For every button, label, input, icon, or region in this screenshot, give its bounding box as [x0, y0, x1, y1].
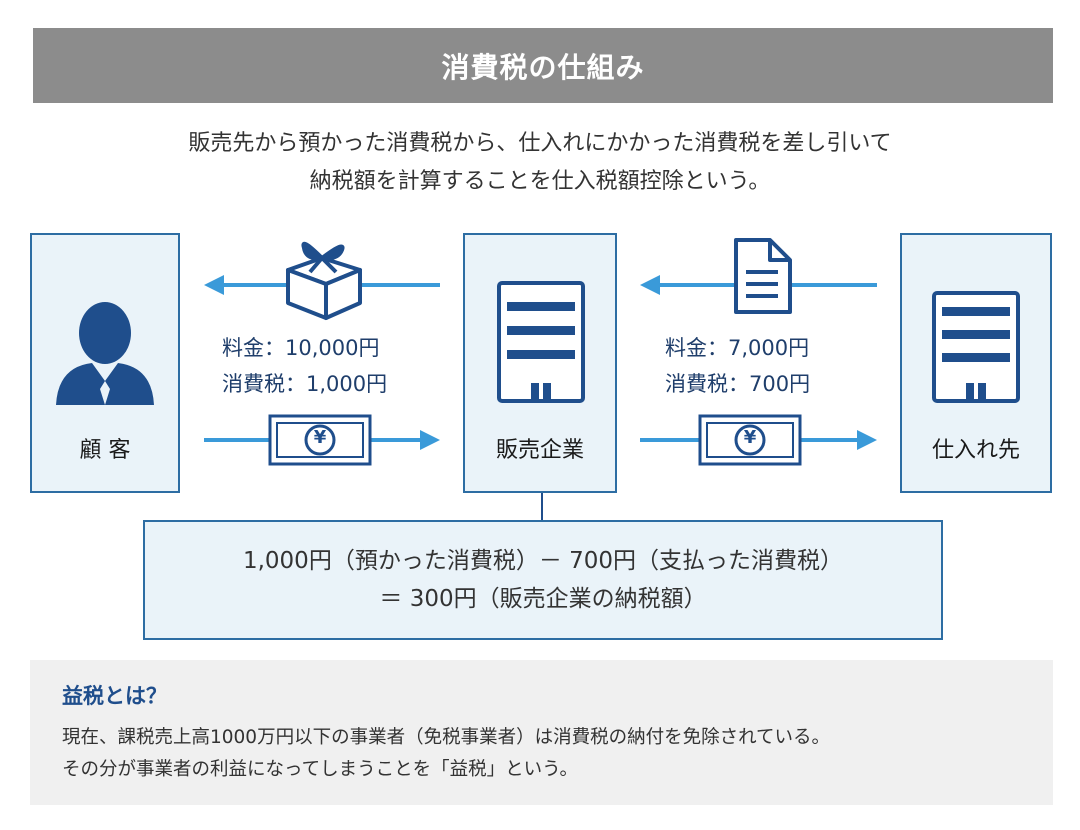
yen-symbol-left: ¥ — [313, 427, 327, 448]
left-tax-label: 消費税：1,000円 — [222, 372, 388, 396]
left-price-label: 料金：10,000円 — [222, 336, 380, 360]
building-icon — [497, 281, 585, 403]
person-icon — [56, 302, 154, 405]
banknote-icon — [268, 414, 372, 466]
supplier-box: 仕入れ先 — [900, 233, 1052, 493]
formula-line-1: 1,000円（預かった消費税）－ 700円（支払った消費税） — [242, 548, 844, 574]
yen-symbol-right: ¥ — [743, 427, 757, 448]
customer-box: 顧 客 — [30, 233, 180, 493]
note-title: 益税とは？ — [62, 684, 167, 708]
customer-label: 顧 客 — [79, 438, 131, 463]
intro-text: 販売先から預かった消費税から、仕入れにかかった消費税を差し引いて 納税額を計算す… — [0, 125, 1080, 201]
page-title: 消費税の仕組み — [441, 50, 645, 84]
supplier-label: 仕入れ先 — [931, 438, 1020, 463]
formula-box: 1,000円（預かった消費税）－ 700円（支払った消費税） ＝ 300円（販売… — [143, 520, 943, 640]
intro-line-1: 販売先から預かった消費税から、仕入れにかかった消費税を差し引いて — [188, 131, 892, 156]
intro-line-2: 納税額を計算することを仕入税額控除という。 — [309, 169, 771, 194]
right-tax-label: 消費税：700円 — [665, 372, 811, 396]
gift-box-icon — [286, 241, 362, 320]
note-panel: 益税とは？ 現在、課税売上高1000万円以下の事業者（免税事業者）は消費税の納付… — [30, 660, 1053, 805]
banknote-icon — [698, 414, 802, 466]
seller-box: 販売企業 — [463, 233, 617, 493]
document-icon — [734, 238, 792, 314]
formula-line-2: ＝ 300円（販売企業の納税額） — [379, 586, 707, 612]
page-header: 消費税の仕組み — [33, 28, 1053, 103]
note-line-1: 現在、課税売上高1000万円以下の事業者（免税事業者）は消費税の納付を免除されて… — [62, 727, 831, 748]
right-price-label: 料金：7,000円 — [665, 336, 810, 360]
seller-label: 販売企業 — [495, 438, 584, 463]
note-line-2: その分が事業者の利益になってしまうことを「益税」という。 — [62, 759, 578, 780]
building-icon — [932, 291, 1020, 403]
